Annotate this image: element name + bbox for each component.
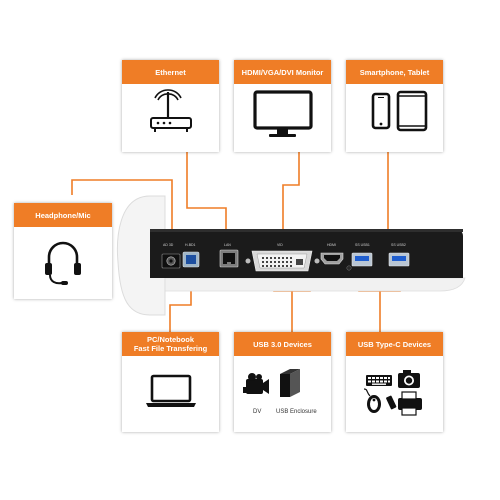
pc-card-title-line1: PC/Notebook bbox=[146, 335, 195, 344]
headphone-card: Headphone/Mic bbox=[14, 203, 112, 299]
dvi-port bbox=[245, 250, 320, 272]
usb3-devices-illustration bbox=[243, 369, 300, 397]
headphone-line bbox=[71, 179, 173, 242]
usbc-card-title: USB Type-C Devices bbox=[346, 332, 443, 356]
mouse-icon bbox=[363, 388, 381, 413]
usb3-card: USB 3.0 Devices DV USB Enclosure bbox=[234, 332, 331, 432]
port-label-host: H-BD1 bbox=[185, 243, 196, 247]
ethernet-card-title: Ethernet bbox=[122, 60, 219, 84]
headset-icon bbox=[45, 241, 81, 285]
monitor-line bbox=[282, 152, 300, 242]
pc-card-title: PC/Notebook Fast File Transfering bbox=[122, 332, 219, 356]
router-icon bbox=[150, 89, 192, 132]
pc-line bbox=[169, 280, 192, 332]
port-label-hdmi: HDMI bbox=[327, 243, 336, 247]
phone-card: Smartphone, Tablet bbox=[346, 60, 443, 152]
usbc-devices-illustration bbox=[363, 370, 422, 416]
smartphone-tablet-icon bbox=[371, 90, 428, 132]
usb-b-port bbox=[182, 251, 200, 268]
dock-rim bbox=[164, 277, 466, 292]
phone-card-title: Smartphone, Tablet bbox=[346, 60, 443, 84]
flash-drive-icon bbox=[386, 395, 397, 410]
port-label-dvi: VID bbox=[277, 243, 283, 247]
hdmi-port bbox=[320, 252, 344, 265]
port-label-eth: LAN bbox=[224, 243, 231, 247]
pc-card: PC/Notebook Fast File Transfering bbox=[122, 332, 219, 432]
usbc-card: USB Type-C Devices bbox=[346, 332, 443, 432]
port-label-audio: AD 3D bbox=[163, 243, 174, 247]
monitor-icon bbox=[253, 90, 313, 137]
port-label-usb1: SS USB1 bbox=[355, 243, 370, 247]
monitor-card-title: HDMI/VGA/DVI Monitor bbox=[234, 60, 331, 84]
printer-icon bbox=[398, 391, 422, 416]
usb-a-port-2 bbox=[388, 252, 410, 267]
ethernet-card: Ethernet bbox=[122, 60, 219, 152]
usb-enclosure-icon bbox=[280, 369, 300, 397]
usb3-card-title: USB 3.0 Devices bbox=[234, 332, 331, 356]
dv-label: DV bbox=[253, 409, 262, 415]
audio-port bbox=[161, 253, 181, 269]
keyboard-icon bbox=[366, 375, 392, 386]
ethernet-line bbox=[186, 152, 227, 242]
laptop-icon bbox=[146, 374, 196, 407]
ethernet-port bbox=[219, 249, 239, 268]
port-label-usb2: SS USB2 bbox=[391, 243, 406, 247]
pc-card-title-line2: Fast File Transfering bbox=[133, 344, 208, 353]
camera-icon bbox=[398, 370, 420, 388]
indicator-dot bbox=[346, 265, 352, 271]
usb-enclosure-label: USB Enclosure bbox=[276, 409, 317, 415]
headphone-card-title: Headphone/Mic bbox=[14, 203, 112, 227]
monitor-card: HDMI/VGA/DVI Monitor bbox=[234, 60, 331, 152]
dock-shell bbox=[116, 195, 166, 316]
camcorder-icon bbox=[243, 373, 269, 394]
usb-a-port-1 bbox=[351, 252, 373, 267]
